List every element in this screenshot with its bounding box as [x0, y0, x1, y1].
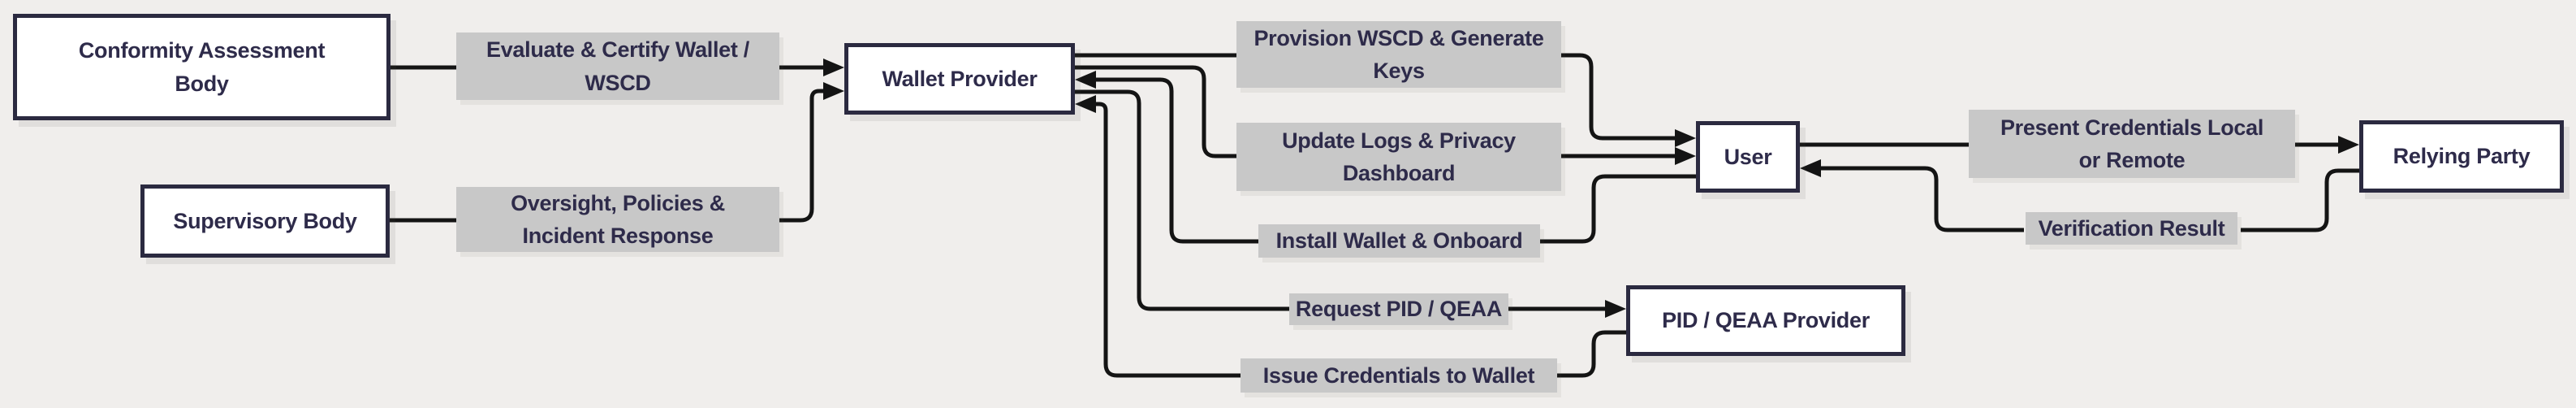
edge-label-request-pid: Request PID / QEAA [1289, 293, 1508, 325]
arrowhead-present-to-relying [2338, 136, 2359, 154]
edge-label-install-wallet: Install Wallet & Onboard [1258, 224, 1540, 258]
edge-pid-to-issue [1554, 330, 1626, 378]
edge-label-provision-wscd: Provision WSCD & Generate Keys [1236, 21, 1561, 88]
edge-wallet-to-update [1075, 65, 1240, 158]
edge-label-evaluate-certify: Evaluate & Certify Wallet / WSCD [456, 33, 779, 100]
edge-verification-to-user [1818, 166, 2024, 232]
arrowhead-issue-to-wallet [1075, 95, 1096, 113]
arrowhead-request-to-pid [1605, 300, 1626, 318]
node-supervisory-body: Supervisory Body [140, 184, 390, 258]
edge-label-oversight-policies: Oversight, Policies & Incident Response [456, 187, 779, 252]
edge-install-to-wallet [1093, 77, 1260, 244]
edge-label-present-credentials: Present Credentials Local or Remote [1969, 110, 2295, 178]
edge-label-verification-result: Verification Result [2026, 212, 2237, 245]
arrowhead-update-to-user [1675, 147, 1696, 165]
edge-user-to-install [1538, 174, 1696, 244]
edge-label-issue-credentials: Issue Credentials to Wallet [1241, 358, 1557, 393]
node-wallet-provider: Wallet Provider [844, 43, 1075, 115]
node-conformity-assessment-body: Conformity Assessment Body [13, 14, 390, 120]
edge-relying-to-verification [2241, 168, 2359, 232]
arrowhead-verification-to-user [1800, 159, 1821, 177]
edge-wallet-to-request [1075, 89, 1292, 311]
node-user: User [1696, 121, 1800, 193]
arrowhead-evaluate-to-wallet [823, 59, 844, 76]
node-relying-party: Relying Party [2359, 120, 2564, 193]
arrowhead-install-to-wallet [1075, 71, 1096, 89]
edge-issue-to-wallet [1093, 102, 1244, 378]
arrowhead-provision-to-user [1675, 129, 1696, 147]
arrowhead-oversight-to-wallet [823, 82, 844, 100]
edge-label-update-logs: Update Logs & Privacy Dashboard [1236, 123, 1561, 191]
node-pid-qeaa-provider: PID / QEAA Provider [1626, 285, 1905, 356]
edge-provision-to-user [1560, 53, 1678, 141]
edge-oversight-to-wallet [778, 89, 826, 223]
